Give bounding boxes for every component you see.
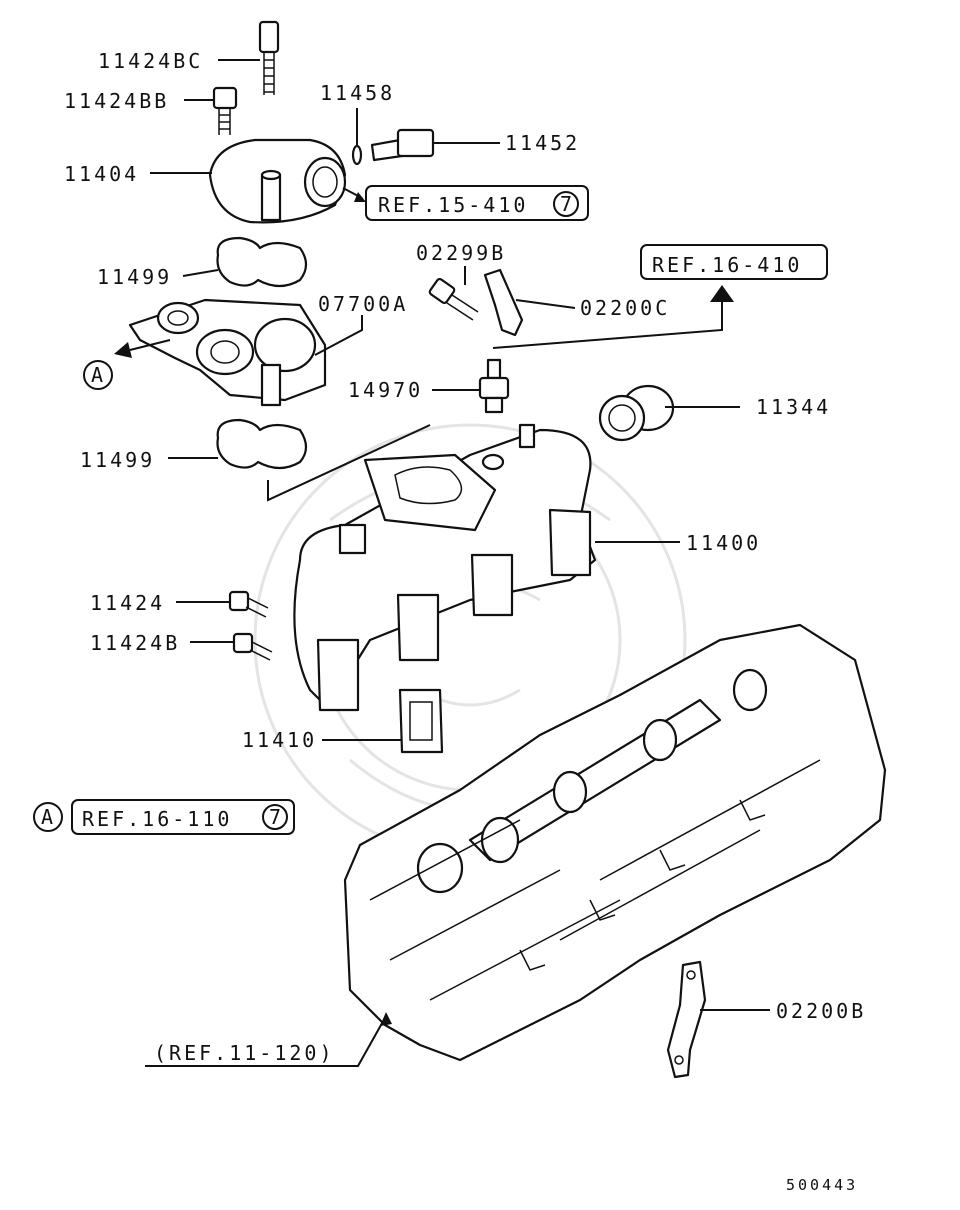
sensor-11452 [370, 128, 435, 162]
ref-15-410-circle-num: 7 [560, 192, 572, 216]
bolt-11424 [228, 590, 269, 618]
label-07700A: 07700A [318, 292, 408, 316]
label-11499-lower: 11499 [80, 448, 155, 472]
label-11452: 11452 [505, 131, 580, 155]
ref-15-410-text: REF.15-410 [378, 193, 528, 217]
bolt-11424BB [212, 86, 238, 135]
label-11458: 11458 [320, 81, 395, 105]
water-outlet-11404 [208, 138, 347, 224]
bracket-02200B [666, 960, 707, 1079]
ref-16-110-text: REF.16-110 [82, 807, 232, 831]
ref-15-410-box: REF.15-410 7 [365, 185, 589, 221]
washer-11458 [351, 144, 363, 166]
gasket-leader [267, 424, 431, 502]
label-02200C: 02200C [580, 296, 670, 320]
diagram-id: 500443 [786, 1176, 858, 1194]
gasket-11499-upper [216, 236, 308, 288]
ref-16-410-text: REF.16-410 [652, 253, 802, 277]
flow-arrow-head [354, 192, 366, 202]
label-11404: 11404 [64, 162, 139, 186]
gasket-11410 [398, 688, 444, 754]
ref-16-410-box: REF.16-410 [640, 244, 828, 280]
label-11344: 11344 [756, 395, 831, 419]
callout-a-bottom-letter: A [41, 805, 53, 829]
label-02299B: 02299B [416, 241, 506, 265]
ref-11-120-text: (REF.11-120) [154, 1041, 335, 1065]
label-11424BB: 11424BB [64, 89, 169, 113]
ref-16-110-box: REF.16-110 7 [71, 799, 295, 835]
bolt-02299B [428, 277, 479, 321]
bolt-11424BC [258, 20, 280, 95]
label-11424B: 11424B [90, 631, 180, 655]
gasket-11499-lower [216, 418, 308, 470]
callout-a-arrow-head [114, 342, 132, 358]
callout-a-bottom: A [33, 802, 63, 832]
cylinder-head [343, 623, 887, 1062]
ref-16-110-circle-num: 7 [269, 805, 281, 829]
bracket-02200C [483, 268, 524, 337]
hose-fitting-11344 [598, 384, 675, 442]
leader-lines [129, 59, 770, 1067]
label-02200B: 02200B [776, 999, 866, 1023]
thermostat-housing-07700A [128, 298, 327, 407]
sensor-14970 [478, 358, 510, 414]
label-11424BC: 11424BC [98, 49, 203, 73]
label-11499-upper: 11499 [97, 265, 172, 289]
label-11424: 11424 [90, 591, 165, 615]
ref11-arrow-head [380, 1012, 392, 1026]
label-11400: 11400 [686, 531, 761, 555]
intake-manifold-11400 [293, 423, 597, 712]
label-11410: 11410 [242, 728, 317, 752]
label-14970: 14970 [348, 378, 423, 402]
ref16-arrow-head [710, 285, 734, 302]
callout-a-top: A [83, 360, 113, 390]
callout-a-top-letter: A [91, 363, 103, 387]
bolt-11424B [232, 632, 273, 661]
